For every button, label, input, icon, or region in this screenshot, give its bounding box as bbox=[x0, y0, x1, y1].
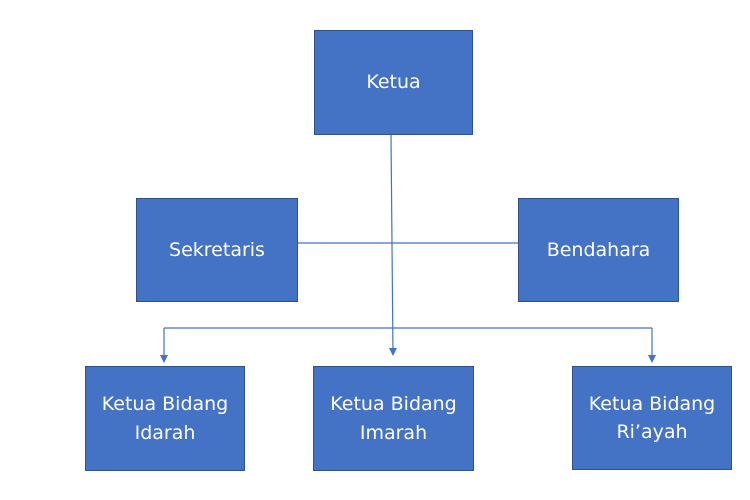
node-sekretaris: Sekretaris bbox=[136, 198, 298, 302]
node-ketua: Ketua bbox=[314, 30, 473, 135]
node-ketua-bidang-idarah: Ketua Bidang Idarah bbox=[85, 366, 245, 471]
node-bendahara: Bendahara bbox=[518, 198, 679, 302]
node-ketua-bidang-riayah: Ketua Bidang Ri’ayah bbox=[572, 366, 732, 470]
connector-ketua-to-imarah bbox=[388, 134, 397, 356]
node-ketua-bidang-imarah: Ketua Bidang Imarah bbox=[313, 366, 474, 471]
